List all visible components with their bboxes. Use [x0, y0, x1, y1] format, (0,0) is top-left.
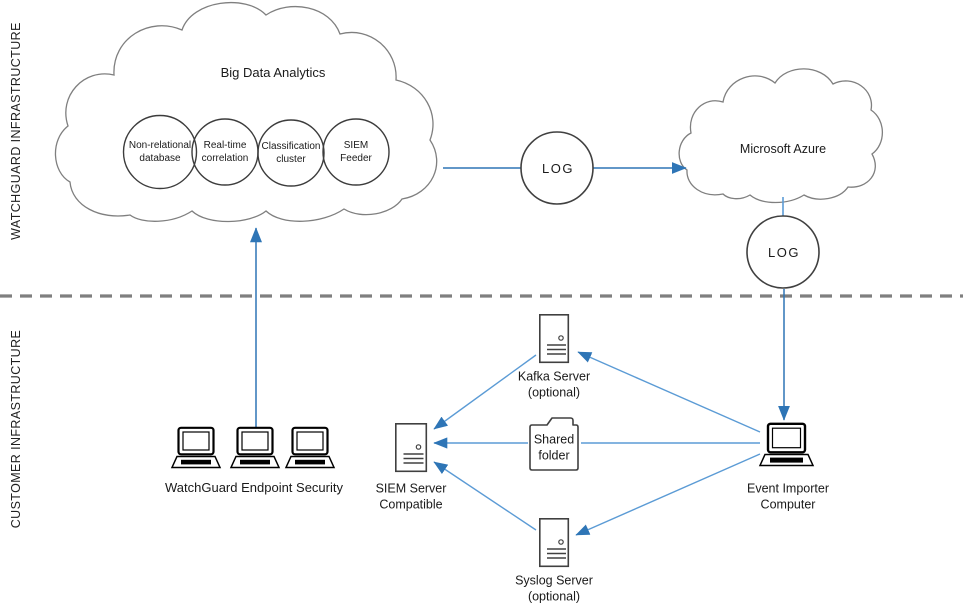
arrow-event-importer-to-kafka [577, 351, 761, 433]
laptop-icon [170, 426, 222, 469]
shared-folder-icon [529, 417, 579, 471]
arrow-event-importer-to-syslog [575, 453, 761, 536]
non-relational-database-circle [122, 114, 198, 190]
log-node-1-circle [520, 131, 594, 205]
arrow-kafka-to-siem [433, 354, 537, 430]
event-importer-laptop-icon [758, 422, 815, 467]
siem-server-icon [395, 423, 428, 473]
classification-cluster-circle [257, 119, 325, 187]
endpoint-laptops-icon [170, 426, 336, 469]
laptop-icon [229, 426, 281, 469]
laptop-icon [284, 426, 336, 469]
kafka-server-icon [539, 314, 570, 364]
arrow-syslog-to-siem [433, 461, 537, 531]
log-node-2-circle [746, 215, 820, 289]
syslog-server-icon [539, 518, 570, 568]
analytics-cluster-circles [122, 114, 390, 190]
azure-cloud-shape [678, 68, 884, 204]
siem-feeder-circle [322, 118, 390, 186]
big-data-cloud-shape [54, 2, 438, 223]
